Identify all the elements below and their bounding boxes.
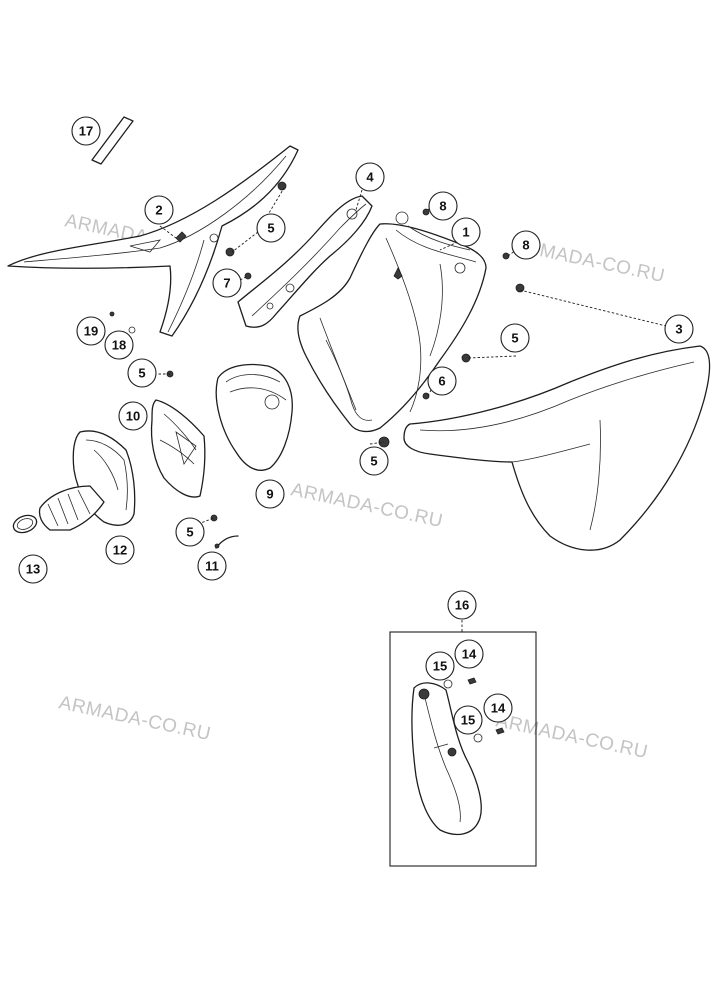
svg-text:1: 1	[462, 225, 469, 240]
fastener-5a-nut	[277, 181, 287, 191]
callout-5c: 5	[500, 323, 530, 353]
callout-8a: 8	[428, 191, 458, 221]
svg-text:8: 8	[439, 199, 446, 214]
callout-15b: 15	[453, 705, 483, 735]
callout-1: 1	[451, 217, 481, 247]
watermark-5: ARMADA-CO.RU	[494, 710, 650, 763]
callout-19: 19	[76, 316, 106, 346]
svg-text:14: 14	[462, 647, 477, 662]
svg-text:11: 11	[205, 559, 219, 574]
svg-text:18: 18	[112, 338, 126, 353]
svg-text:6: 6	[438, 374, 445, 389]
svg-text:14: 14	[491, 701, 506, 716]
callout-15a: 15	[425, 651, 455, 681]
callout-8b: 8	[511, 230, 541, 260]
callout-4: 4	[355, 162, 385, 192]
svg-text:8: 8	[522, 238, 529, 253]
fastener-18-washer	[128, 326, 136, 334]
svg-text:13: 13	[26, 562, 40, 577]
callout-7: 7	[212, 268, 242, 298]
svg-text:9: 9	[266, 487, 273, 502]
fastener-5f-nut	[210, 514, 218, 522]
svg-text:4: 4	[366, 170, 374, 185]
svg-text:17: 17	[79, 124, 93, 139]
callout-12: 12	[105, 535, 135, 565]
part-9-shell	[215, 363, 293, 471]
svg-text:2: 2	[155, 203, 162, 218]
svg-text:3: 3	[675, 322, 682, 337]
part-1-airbox	[297, 211, 487, 448]
svg-text:5: 5	[511, 331, 518, 346]
svg-text:15: 15	[461, 713, 475, 728]
callout-10: 10	[118, 401, 148, 431]
svg-text:15: 15	[433, 659, 447, 674]
fastener-6-screw	[422, 392, 430, 400]
part-10-housing	[150, 399, 206, 498]
svg-text:19: 19	[84, 324, 98, 339]
fastener-5c-nut	[515, 283, 525, 293]
part-13-clamp	[12, 514, 38, 534]
inset-part-16	[389, 631, 537, 867]
watermark-3: ARMADA-CO.RU	[289, 479, 445, 532]
callout-16: 16	[447, 590, 477, 620]
fastener-8a-screw	[422, 208, 430, 216]
part-17-sticker	[91, 116, 134, 165]
fastener-8b-screw	[502, 252, 510, 260]
svg-text:7: 7	[223, 276, 230, 291]
svg-text:16: 16	[455, 598, 469, 613]
callouts: 17 2 4 5 8 1 8 7 3 19 18 5 5 6 10 5 9 5 …	[18, 116, 694, 735]
svg-text:10: 10	[126, 409, 140, 424]
leader-lines	[154, 187, 667, 632]
callout-5a: 5	[256, 213, 286, 243]
callout-6: 6	[427, 366, 457, 396]
callout-5f: 5	[175, 517, 205, 547]
callout-13: 13	[18, 554, 48, 584]
callout-2: 2	[144, 195, 174, 225]
part-2-side-panel	[7, 145, 299, 337]
callout-14a: 14	[454, 639, 484, 669]
part-12-flange	[38, 430, 136, 531]
svg-text:5: 5	[370, 454, 377, 469]
part-3-side-cover	[403, 345, 711, 551]
callout-11: 11	[197, 551, 227, 581]
callout-5b: 5	[359, 446, 389, 476]
callout-3: 3	[664, 314, 694, 344]
part-11-clip	[214, 535, 239, 549]
svg-text:5: 5	[138, 366, 145, 381]
callout-9: 9	[255, 479, 285, 509]
watermark-4: ARMADA-CO.RU	[57, 692, 213, 745]
fastener-19-screw	[109, 311, 115, 317]
fastener-7-screw	[244, 272, 252, 280]
callout-5e: 5	[127, 358, 157, 388]
callout-14b: 14	[483, 693, 513, 723]
svg-text:5: 5	[267, 221, 274, 236]
svg-text:5: 5	[186, 525, 193, 540]
part-4-bracket	[237, 195, 373, 328]
callout-17: 17	[71, 116, 101, 146]
callout-18: 18	[104, 330, 134, 360]
fastener-5b-nut	[225, 247, 235, 257]
svg-text:12: 12	[113, 543, 127, 558]
